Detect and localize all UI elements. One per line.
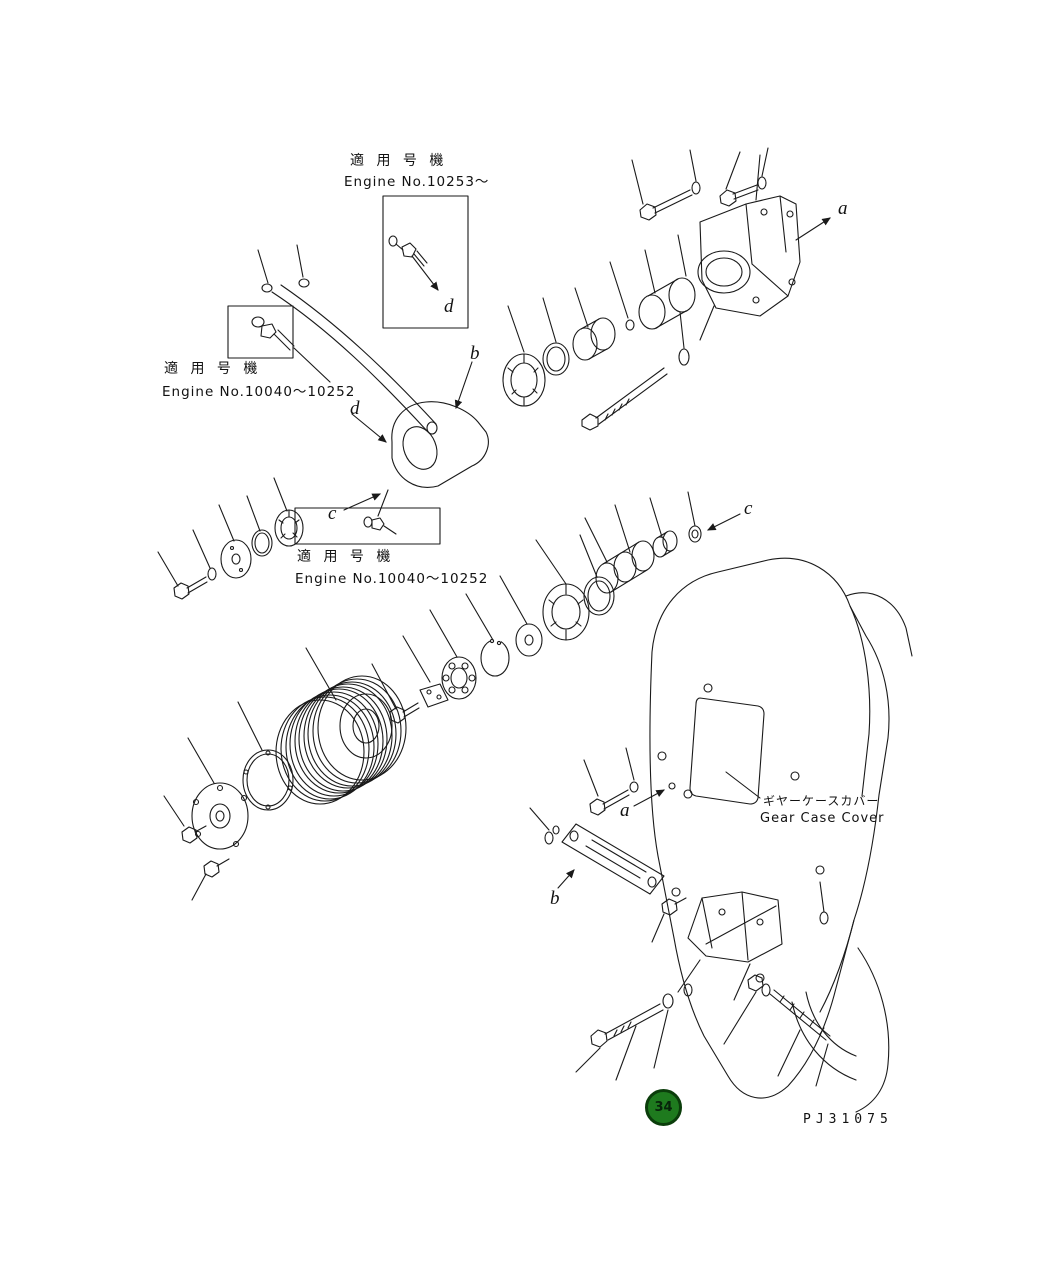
callout-a-lower: a [620,800,630,821]
callout-d-left: d [350,398,360,419]
callout-a-top: a [838,198,848,219]
gear-case-cover [649,557,913,1113]
pipe-assembly [257,244,438,435]
fan-drive-case [343,361,489,517]
drawing-code: PJ31075 [803,1112,893,1127]
fan-support-bracket [697,154,831,341]
callout-b-mid: b [470,343,480,364]
note-left-en: Engine No.10040〜10252 [162,384,356,400]
callout-d-box: d [444,296,454,317]
detail-box-left [227,305,331,383]
note-top-jp: 適 用 号 機 [350,153,448,169]
detail-box-middle [294,507,441,545]
idler-shaft [584,491,741,594]
gear-case-label-en: Gear Case Cover [760,811,885,826]
detail-box-top [382,195,469,329]
upper-shaft-parts [502,234,696,431]
callout-c-right: c [744,498,753,519]
bottom-fasteners [575,974,831,1087]
page-number-badge: 34 [645,1089,682,1126]
top-bolts [631,147,769,221]
note-middle-jp: 適 用 号 機 [297,549,395,565]
callout-b-lower: b [550,888,560,909]
left-small-parts [157,477,304,600]
lower-bracket [651,891,783,1001]
note-top-en: Engine No.10253〜 [344,174,490,190]
note-left-jp: 適 用 号 機 [164,361,262,377]
pulley-row [163,534,615,901]
note-middle-en: Engine No.10040〜10252 [295,571,489,587]
gear-case-label-jp: ギヤーケースカバー [763,794,880,808]
callout-c-left: c [328,503,337,524]
tension-arm [529,747,676,895]
page-number: 34 [654,1100,673,1115]
